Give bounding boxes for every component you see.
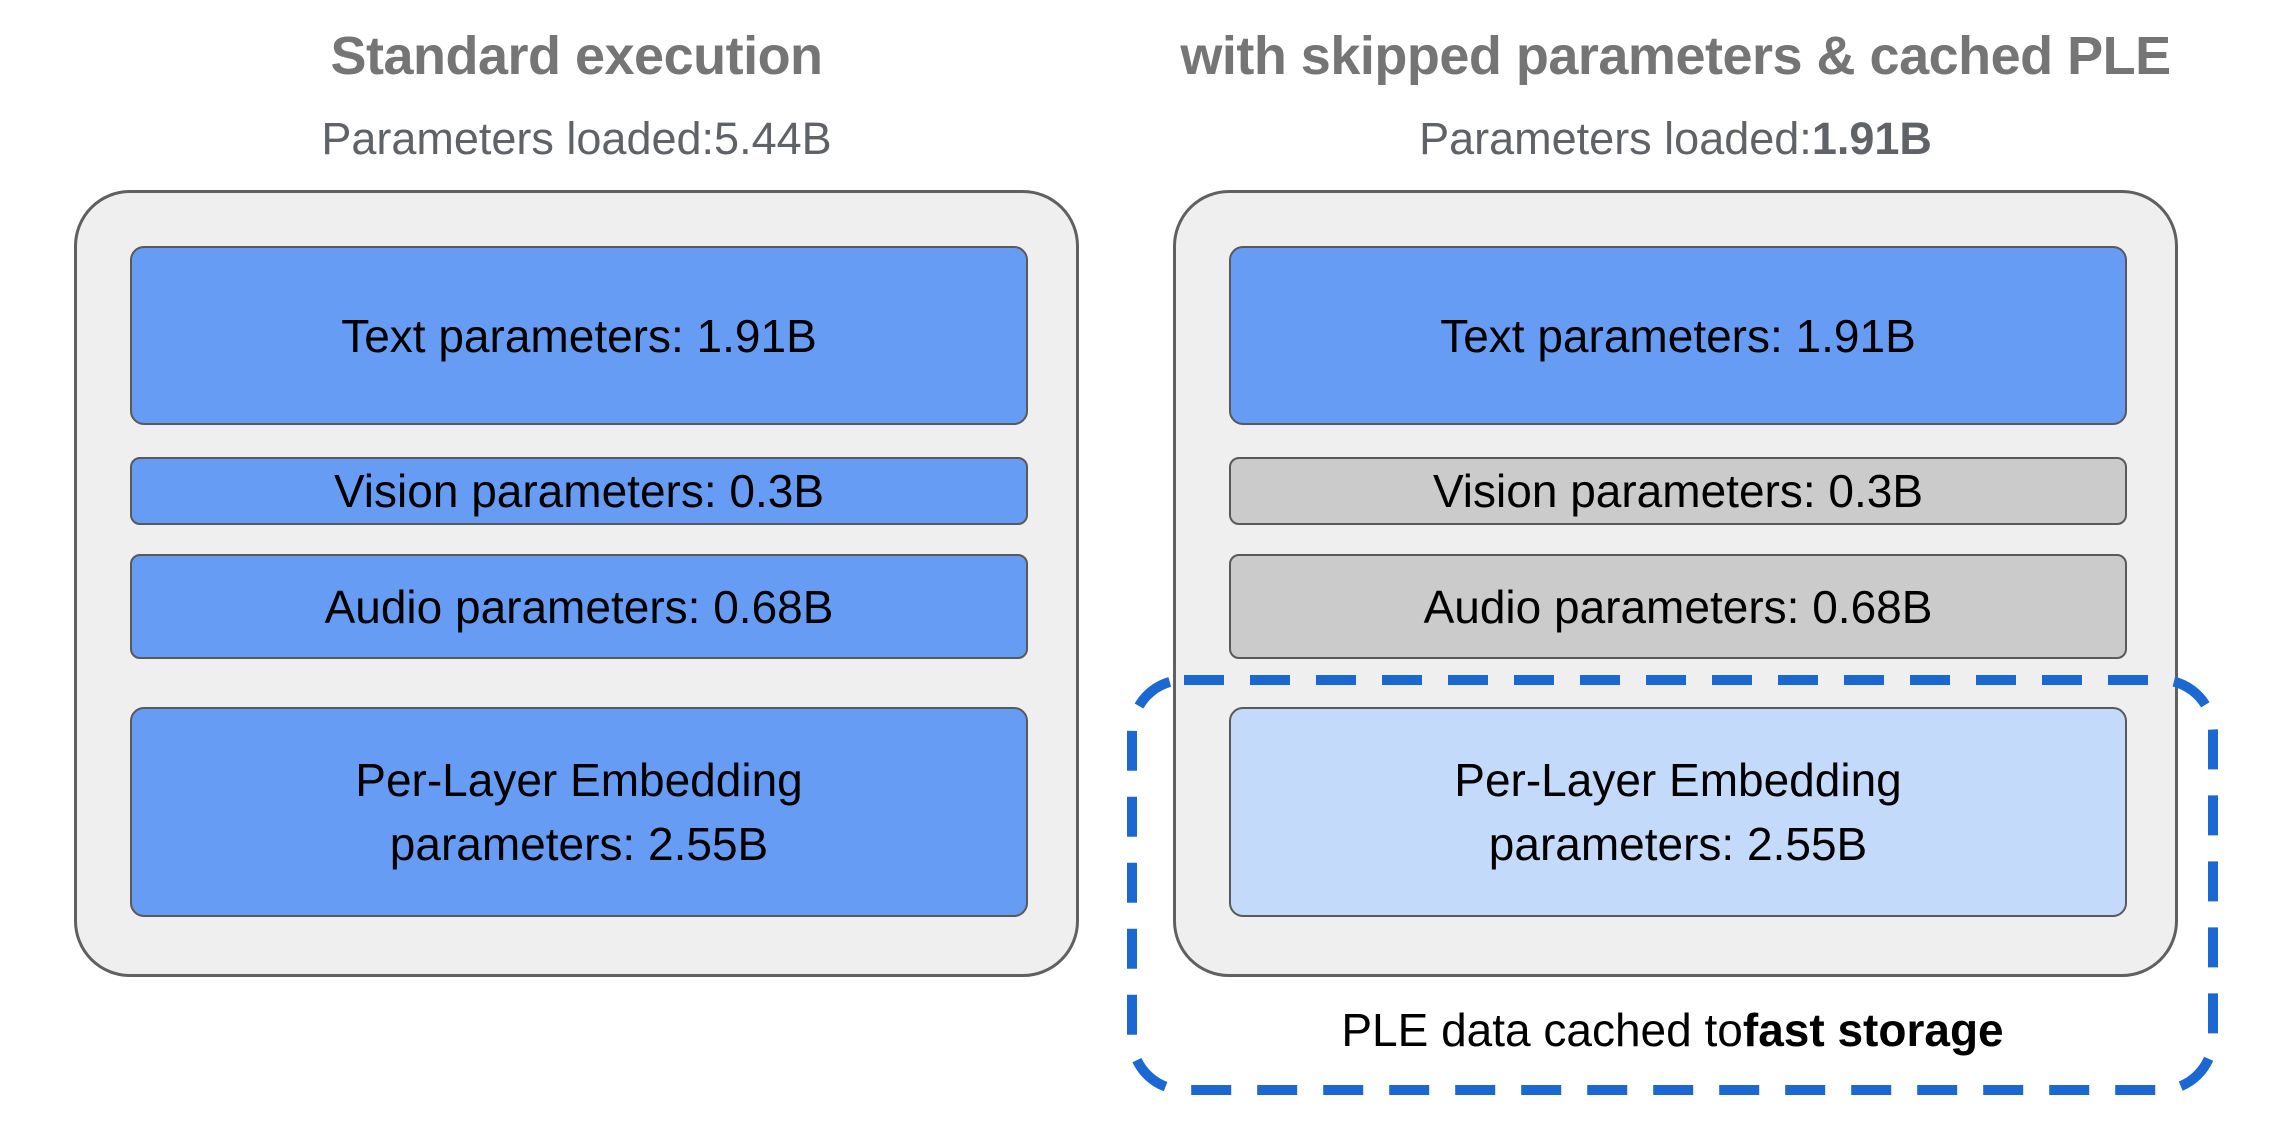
- ple-cache-dashed-outline: [1127, 675, 2218, 1095]
- left-ple-params-box: Per-Layer Embedding parameters: 2.55B: [130, 707, 1028, 917]
- left-model-container: Text parameters: 1.91B Vision parameters…: [74, 190, 1079, 977]
- right-ple-params-label-line2: parameters: 2.55B: [1488, 818, 1868, 870]
- left-ple-params-label-line2: parameters: 2.55B: [389, 818, 769, 870]
- left-vision-params-box: Vision parameters: 0.3B: [130, 457, 1028, 525]
- right-panel-subtitle: Parameters loaded: 1.91B: [1173, 108, 2178, 170]
- ple-cache-caption: PLE data cached to fast storage: [1132, 980, 2213, 1080]
- left-ple-params-label-line1: Per-Layer Embedding: [355, 753, 803, 806]
- ple-caption-bold: fast storage: [1742, 1004, 2004, 1056]
- left-subtitle-value: 5.44B: [714, 113, 832, 164]
- right-model-container: Text parameters: 1.91B Vision parameters…: [1173, 190, 2178, 977]
- left-vision-params-label: Vision parameters: 0.3B: [333, 465, 825, 517]
- right-subtitle-prefix: Parameters loaded:: [1419, 113, 1812, 164]
- right-vision-params-label: Vision parameters: 0.3B: [1432, 465, 1924, 517]
- right-ple-params-label-line1: Per-Layer Embedding: [1454, 753, 1902, 806]
- left-audio-params-box: Audio parameters: 0.68B: [130, 554, 1028, 659]
- left-audio-params-label: Audio parameters: 0.68B: [324, 580, 834, 633]
- left-subtitle-prefix: Parameters loaded:: [321, 113, 715, 164]
- left-text-params-label: Text parameters: 1.91B: [341, 309, 817, 362]
- right-text-params-label: Text parameters: 1.91B: [1440, 309, 1916, 362]
- right-vision-params-box-skipped: Vision parameters: 0.3B: [1229, 457, 2127, 525]
- right-text-params-box: Text parameters: 1.91B: [1229, 246, 2127, 425]
- ple-caption-prefix: PLE data cached to: [1341, 1004, 1743, 1056]
- left-panel-title: Standard execution: [330, 26, 823, 86]
- right-audio-params-box-skipped: Audio parameters: 0.68B: [1229, 554, 2127, 659]
- right-audio-params-label: Audio parameters: 0.68B: [1423, 580, 1933, 633]
- right-ple-params-box-cached: Per-Layer Embedding parameters: 2.55B: [1229, 707, 2127, 917]
- left-text-params-box: Text parameters: 1.91B: [130, 246, 1028, 425]
- right-subtitle-value: 1.91B: [1811, 113, 1932, 164]
- right-panel-title: with skipped parameters & cached PLE: [1180, 26, 2171, 86]
- left-panel-subtitle: Parameters loaded: 5.44B: [74, 108, 1079, 170]
